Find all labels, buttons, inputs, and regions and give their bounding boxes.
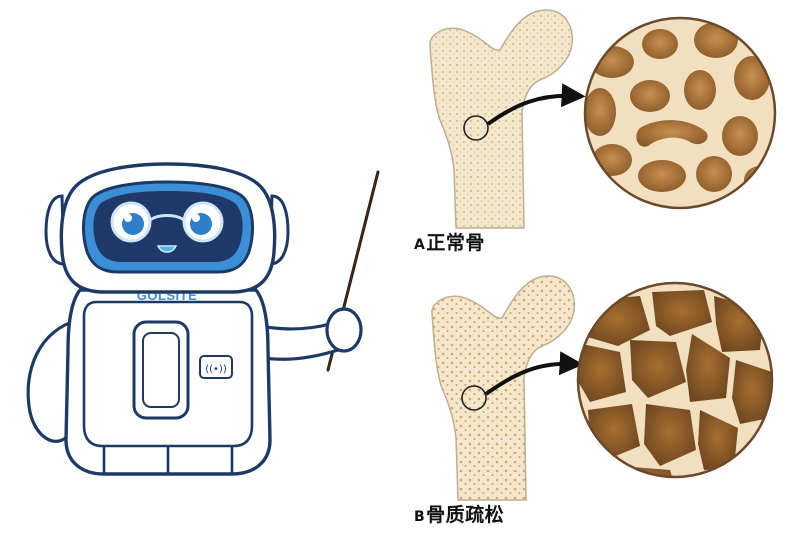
- zoom-arrow-b: [484, 351, 584, 396]
- robot-mouth: [156, 245, 178, 253]
- magnified-normal-bone: [583, 16, 777, 210]
- zoom-arrow-a: [486, 83, 586, 126]
- figure-b-osteoporosis: [431, 275, 774, 501]
- zoom-marker-a: [463, 115, 489, 141]
- robot-nfc-badge: [199, 355, 233, 379]
- robot-eyes: [110, 201, 224, 243]
- robot-belly-screen: [132, 320, 190, 420]
- zoom-marker-b: [461, 385, 487, 411]
- caption-a-letter: A: [414, 237, 426, 253]
- nfc-icon: ((•)): [205, 364, 227, 375]
- caption-b-letter: B: [414, 509, 426, 525]
- femur-b: [431, 275, 576, 501]
- robot-belly-panel: [82, 300, 254, 448]
- figure-a-normal-bone: [429, 9, 777, 229]
- caption-b-label: 骨质疏松: [426, 504, 505, 526]
- caption-a: A正常骨: [414, 228, 485, 255]
- robot-feet: [102, 446, 234, 474]
- caption-a-label: 正常骨: [426, 232, 485, 254]
- femur-a: [429, 9, 574, 229]
- robot-mascot: ((•)) GOLSITE: [26, 162, 380, 476]
- caption-b: B骨质疏松: [414, 500, 504, 527]
- robot-ear-left: [44, 194, 66, 266]
- robot-hand: [325, 307, 363, 353]
- magnified-osteoporotic-bone: [576, 281, 774, 479]
